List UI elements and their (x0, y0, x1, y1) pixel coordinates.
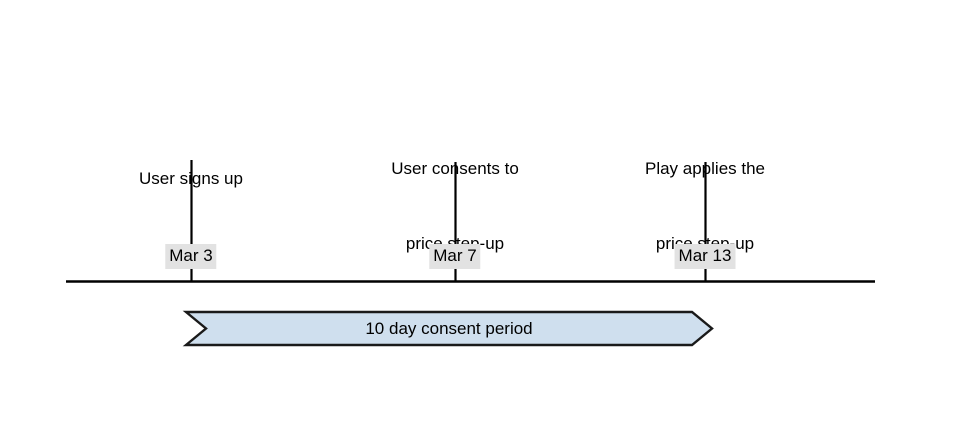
date-chip-mar-13: Mar 13 (674, 244, 736, 269)
event-label-consent: User consents to price step-up (391, 106, 519, 306)
consent-period-label: 10 day consent period (365, 319, 533, 338)
event-label-signup: User signs up (139, 116, 243, 241)
date-chip-mar-3: Mar 3 (165, 244, 217, 269)
date-chip-mar-7: Mar 7 (429, 244, 481, 269)
consent-period-banner-shape (182, 310, 714, 347)
event-label-apply: Play applies the price step-up (645, 106, 765, 306)
event-label-apply-line-1: Play applies the (644, 159, 766, 178)
event-label-consent-line-1: User consents to (391, 159, 519, 178)
event-label-signup-line-1: User signs up (139, 169, 243, 188)
